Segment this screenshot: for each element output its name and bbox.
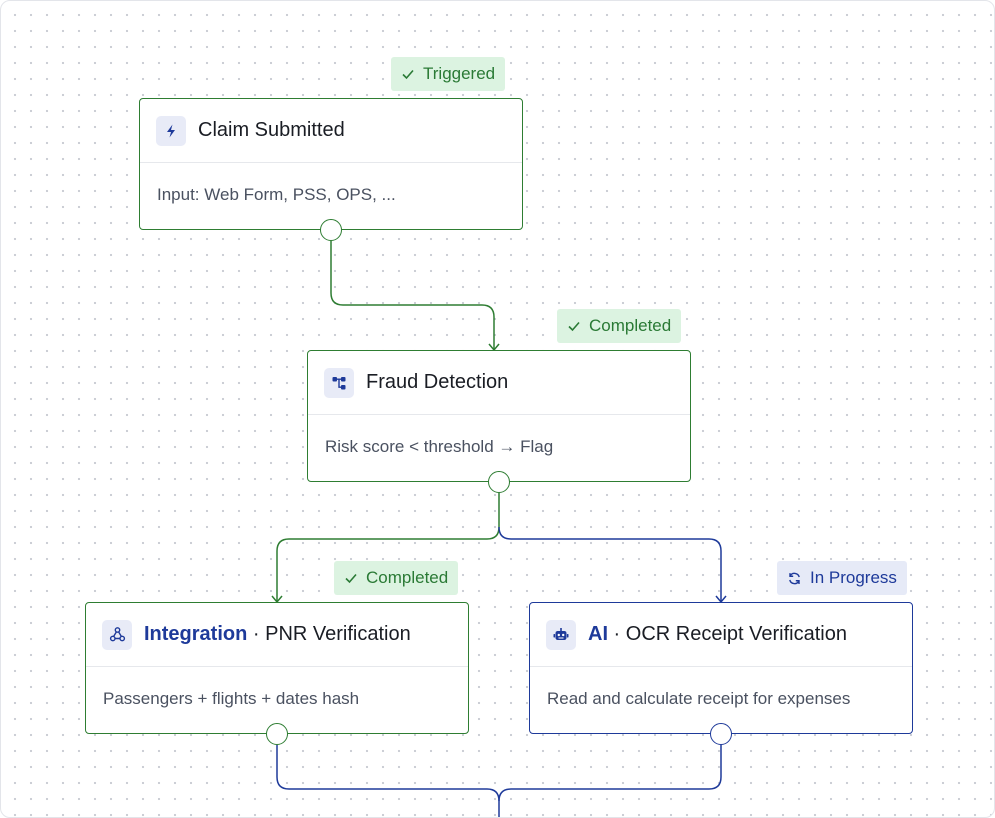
node-title: Claim Submitted bbox=[198, 119, 345, 141]
output-port-claim[interactable] bbox=[320, 219, 342, 241]
node-header: Fraud Detection bbox=[308, 351, 690, 415]
refresh-icon bbox=[789, 572, 800, 584]
node-description: Input: Web Form, PSS, OPS, ... bbox=[157, 185, 396, 204]
node-header: Integration · PNR Verification bbox=[86, 603, 468, 667]
webhook-icon bbox=[102, 619, 132, 650]
connector-fraud-to-integration bbox=[276, 493, 500, 601]
status-badge-in-progress: In Progress bbox=[777, 561, 907, 595]
node-description: Read and calculate receipt for expenses bbox=[547, 689, 851, 708]
node-kind-label: AI bbox=[588, 623, 608, 645]
workflow-icon bbox=[324, 367, 354, 398]
node-ocr-receipt-verification[interactable]: AI · OCR Receipt Verification Read and c… bbox=[529, 602, 913, 734]
check-icon bbox=[568, 321, 580, 332]
output-port-integration[interactable] bbox=[266, 723, 288, 745]
status-badge-triggered: Triggered bbox=[391, 57, 506, 91]
output-port-fraud[interactable] bbox=[488, 471, 510, 493]
robot-icon bbox=[546, 619, 576, 650]
output-port-ai[interactable] bbox=[710, 723, 732, 745]
status-label: Completed bbox=[589, 316, 672, 335]
node-pnr-verification[interactable]: Integration · PNR Verification Passenger… bbox=[85, 602, 469, 734]
node-title-text: · OCR Receipt Verification bbox=[608, 623, 847, 645]
check-icon bbox=[402, 69, 414, 80]
node-title-text: · PNR Verification bbox=[247, 623, 411, 645]
connector-fraud-to-ai bbox=[498, 526, 722, 601]
node-title: Integration · PNR Verification bbox=[144, 623, 411, 646]
node-kind-label: Integration bbox=[144, 623, 248, 645]
node-header: AI · OCR Receipt Verification bbox=[530, 603, 912, 667]
node-header: Claim Submitted bbox=[140, 99, 522, 163]
status-badge-completed: Completed bbox=[557, 309, 682, 343]
check-icon bbox=[345, 573, 357, 584]
connector-ai-out bbox=[498, 745, 722, 802]
node-title: Fraud Detection bbox=[366, 371, 509, 393]
status-label: In Progress bbox=[810, 568, 897, 587]
status-badge-completed: Completed bbox=[334, 561, 459, 595]
node-claim-submitted[interactable]: Claim Submitted Input: Web Form, PSS, OP… bbox=[139, 98, 523, 230]
lightning-icon bbox=[156, 115, 186, 146]
node-fraud-detection[interactable]: Fraud Detection Risk score < threshold →… bbox=[307, 350, 691, 482]
connector-claim-to-fraud bbox=[330, 241, 495, 349]
connector-integration-out bbox=[276, 745, 500, 817]
node-description: Risk score < threshold → Flag bbox=[325, 437, 554, 456]
node-description: Passengers + flights + dates hash bbox=[103, 689, 360, 708]
status-label: Completed bbox=[366, 568, 449, 587]
node-title: AI · OCR Receipt Verification bbox=[588, 623, 847, 646]
status-label: Triggered bbox=[423, 64, 496, 83]
